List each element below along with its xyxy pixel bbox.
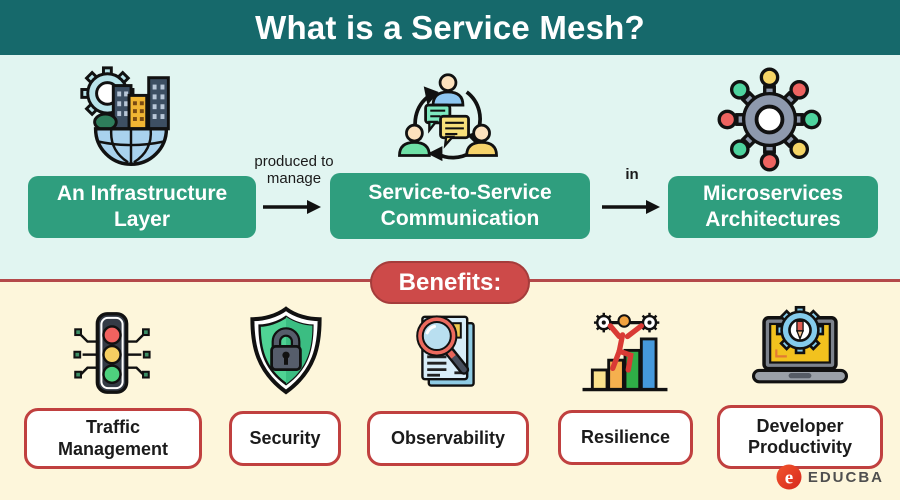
people-communication-icon	[398, 73, 498, 162]
weightlifter-bar-chart-icon	[582, 312, 668, 392]
benefit-label-observability: Observability	[367, 411, 529, 466]
magnifier-document-icon	[416, 315, 475, 387]
connector-label-in: in	[625, 166, 639, 183]
flow-node-service-communication: Service-to-Service Communication	[330, 173, 590, 239]
educba-logo-icon: e	[776, 464, 802, 490]
flow-node-infrastructure-layer: An Infrastructure Layer	[28, 176, 256, 238]
microservices-gear-network-icon	[717, 67, 822, 172]
benefits-badge: Benefits:	[370, 261, 530, 304]
connector-label-produced-to-manage: produced to manage	[254, 153, 334, 188]
infrastructure-globe-icon	[80, 66, 170, 166]
shield-lock-icon	[250, 306, 322, 395]
traffic-light-circuit-icon	[73, 312, 151, 394]
page-title: What is a Service Mesh?	[255, 8, 645, 46]
educba-logo: e EDUCBA	[776, 464, 884, 490]
benefit-label-traffic-management: Traffic Management	[24, 408, 202, 469]
benefit-label-developer-productivity: Developer Productivity	[717, 405, 883, 469]
laptop-gear-pencil-icon	[751, 305, 849, 384]
svg-text:e: e	[785, 468, 793, 489]
right-arrow-icon	[602, 200, 660, 214]
flow-node-microservices-architectures: Microservices Architectures	[668, 176, 878, 238]
benefit-label-security: Security	[229, 411, 341, 466]
right-arrow-icon	[263, 200, 321, 214]
header-bar: What is a Service Mesh?	[0, 0, 900, 55]
educba-logo-text: EDUCBA	[807, 468, 884, 486]
benefit-label-resilience: Resilience	[558, 410, 693, 465]
